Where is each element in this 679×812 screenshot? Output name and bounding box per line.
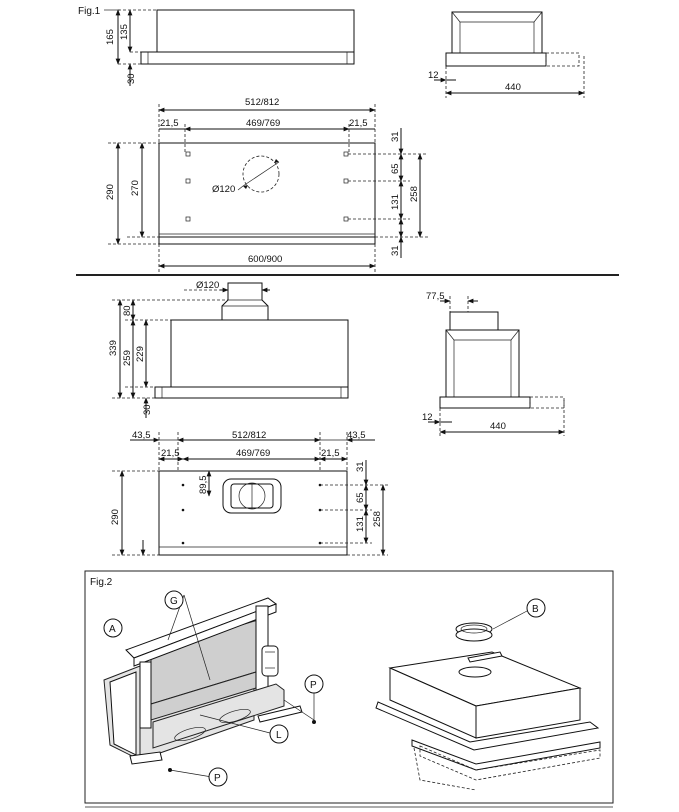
- dim-21-5-right: 21,5: [349, 118, 368, 129]
- fig1b-end-view: 77,5 12 440: [422, 291, 565, 436]
- dim-30: 30: [126, 73, 137, 84]
- dim-512-812: 512/812: [245, 97, 279, 108]
- dim-31-top: 31: [390, 131, 401, 142]
- dim-440: 440: [505, 82, 521, 93]
- dim-258: 258: [409, 186, 420, 202]
- dim-80: 80: [122, 305, 133, 316]
- dim-259: 259: [122, 350, 133, 366]
- fig1b-side-view: Ø120 339 259 229 80 30: [108, 280, 349, 418]
- fig1-plan-view: 512/812 21,5 469/769 21,5 Ø120 290 270 6…: [105, 97, 428, 272]
- dim-dia-120-top: Ø120: [196, 280, 219, 291]
- dim-131: 131: [390, 194, 401, 210]
- dim-65: 65: [390, 163, 401, 174]
- callout-A: A: [109, 624, 116, 635]
- dim-339: 339: [108, 340, 119, 356]
- fig2-label: Fig.2: [90, 577, 113, 588]
- dim-469-769: 469/769: [246, 118, 280, 129]
- hood-open-illustration: A G P L P: [103, 590, 324, 787]
- fig1b-plan-view: 43,5 512/812 43,5 21,5 469/769 21,5 89,5…: [110, 430, 388, 556]
- dim-135: 135: [119, 24, 130, 40]
- dim-21-5-right-b: 21,5: [321, 448, 340, 459]
- fig1-end-view: 12 440: [428, 11, 585, 98]
- dim-270: 270: [130, 180, 141, 196]
- dim-600-900: 600/900: [248, 254, 282, 265]
- dim-21-5-left-b: 21,5: [161, 448, 180, 459]
- hood-installed-illustration: B: [375, 598, 601, 791]
- dim-77-5: 77,5: [426, 291, 445, 302]
- callout-P-right: P: [310, 680, 317, 691]
- fig2-frame: [84, 570, 614, 804]
- dim-31-bottom: 31: [390, 245, 401, 256]
- dim-290: 290: [105, 184, 116, 200]
- dim-512-812-b: 512/812: [232, 430, 266, 441]
- dim-131-b: 131: [355, 516, 366, 532]
- dim-21-5-left: 21,5: [160, 118, 179, 129]
- dim-290-b: 290: [110, 509, 121, 525]
- callout-B: B: [532, 604, 539, 615]
- fig1-label: Fig.1: [78, 6, 101, 17]
- dim-31-b: 31: [355, 461, 366, 472]
- dim-65-b: 65: [355, 492, 366, 503]
- dim-43-5-left: 43,5: [132, 430, 151, 441]
- dim-dia-120: Ø120: [212, 184, 235, 195]
- dim-43-5-right: 43,5: [347, 430, 366, 441]
- dim-30-b: 30: [142, 404, 153, 415]
- fig1-side-view: 165 135 30: [105, 9, 355, 86]
- dim-229: 229: [135, 346, 146, 362]
- callout-G: G: [170, 596, 178, 607]
- dim-12-b: 12: [422, 412, 433, 423]
- dim-165: 165: [105, 29, 116, 45]
- dim-440-b: 440: [490, 421, 506, 432]
- dim-258-b: 258: [372, 511, 383, 527]
- dim-89-5: 89,5: [198, 476, 209, 495]
- dim-12: 12: [428, 70, 439, 81]
- dim-469-769-b: 469/769: [236, 448, 270, 459]
- callout-P-bottom: P: [214, 773, 221, 784]
- callout-L: L: [276, 730, 282, 741]
